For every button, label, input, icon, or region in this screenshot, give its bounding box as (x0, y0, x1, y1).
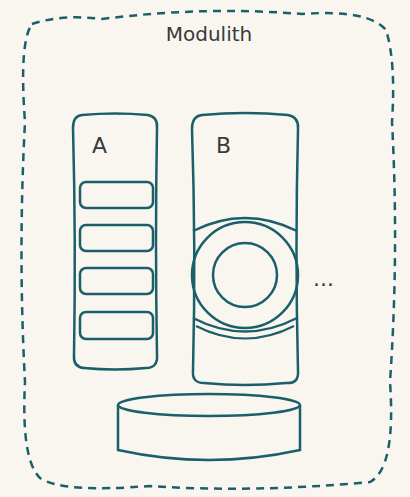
module-column: A (72, 113, 158, 370)
module-label: A (92, 133, 107, 159)
module-column: B (190, 113, 300, 385)
container-title: Modulith (4, 22, 410, 46)
module-label: B (216, 133, 231, 159)
module-column-outline (190, 113, 300, 385)
ellipsis-label: ... (313, 266, 334, 292)
module-column-outline (72, 113, 158, 370)
